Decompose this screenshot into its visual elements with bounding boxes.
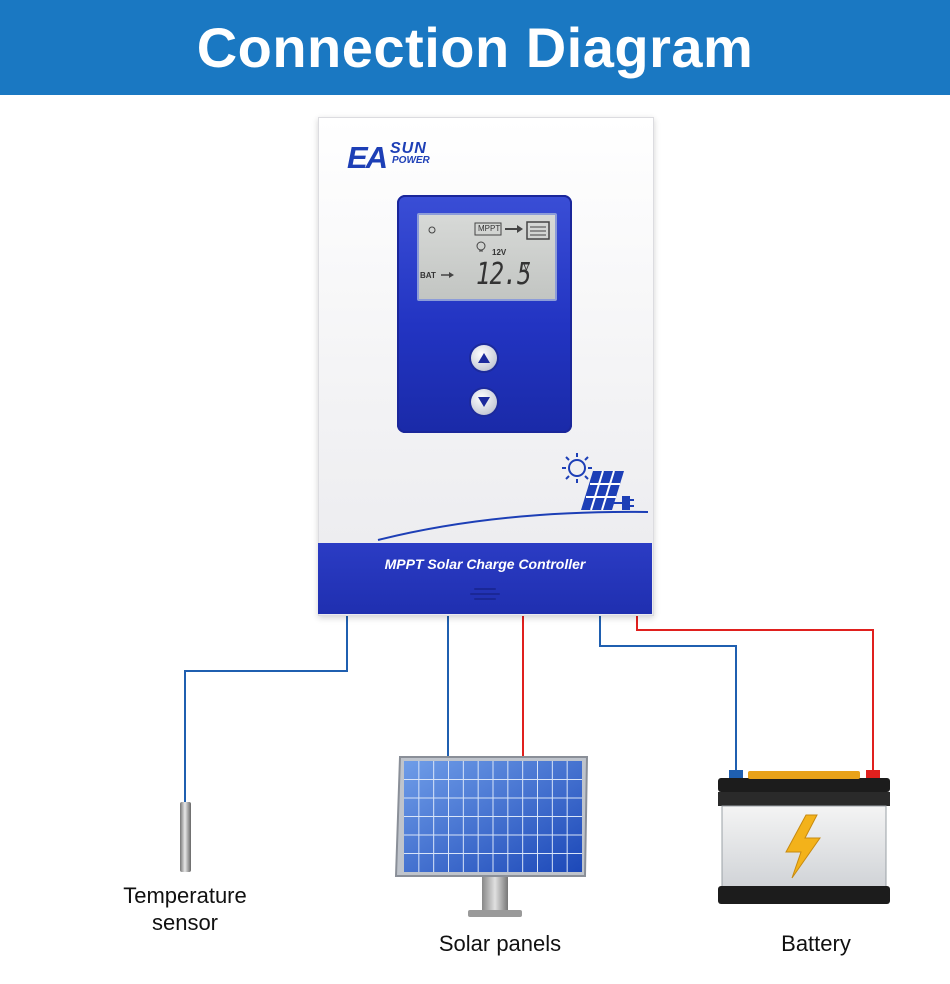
page-title: Connection Diagram xyxy=(196,16,754,79)
title-banner: Connection Diagram xyxy=(0,0,950,95)
battery-negative-wire xyxy=(599,614,737,775)
vent-grille xyxy=(466,588,504,604)
solar-decoration xyxy=(377,453,649,541)
solar-panel-image xyxy=(394,756,589,917)
battery-positive-wire xyxy=(636,614,874,775)
brand-logo: EA SUN POWER xyxy=(347,140,457,175)
temperature-sensor-label: Temperature sensor xyxy=(123,883,247,935)
controller-name: MPPT Solar Charge Controller xyxy=(318,556,652,572)
plug-icon xyxy=(612,496,634,510)
controller-name-rest: Solar Charge Controller xyxy=(423,556,586,572)
lcd-icons xyxy=(428,221,550,278)
battery-image xyxy=(718,770,890,904)
sun-icon xyxy=(562,453,592,483)
lcd-voltage-unit: V xyxy=(523,262,530,273)
controller-name-strip xyxy=(318,543,652,614)
solar-panels-label: Solar panels xyxy=(438,931,562,956)
solar-panel-icon xyxy=(581,471,624,510)
swoosh-curve xyxy=(377,510,649,541)
lcd-mode: MPPT xyxy=(478,224,501,233)
triangle-up-icon xyxy=(478,353,490,363)
triangle-down-icon xyxy=(478,397,490,407)
brand-logo-power: POWER xyxy=(392,155,430,166)
lcd-system-voltage: 12V xyxy=(492,248,507,257)
controller-name-bold: MPPT xyxy=(384,556,424,572)
lcd-display xyxy=(417,213,557,301)
brand-logo-ea: EA xyxy=(347,140,388,175)
temperature-sensor-probe xyxy=(180,802,191,872)
down-button[interactable] xyxy=(471,389,497,415)
lcd-voltage-reading: 12.5 xyxy=(476,257,531,292)
sensor-wire xyxy=(184,614,348,803)
up-button[interactable] xyxy=(471,345,497,371)
lcd-bat-label: BAT xyxy=(420,271,436,280)
brand-logo-sun: SUN xyxy=(390,140,427,157)
battery-label: Battery xyxy=(781,931,851,956)
